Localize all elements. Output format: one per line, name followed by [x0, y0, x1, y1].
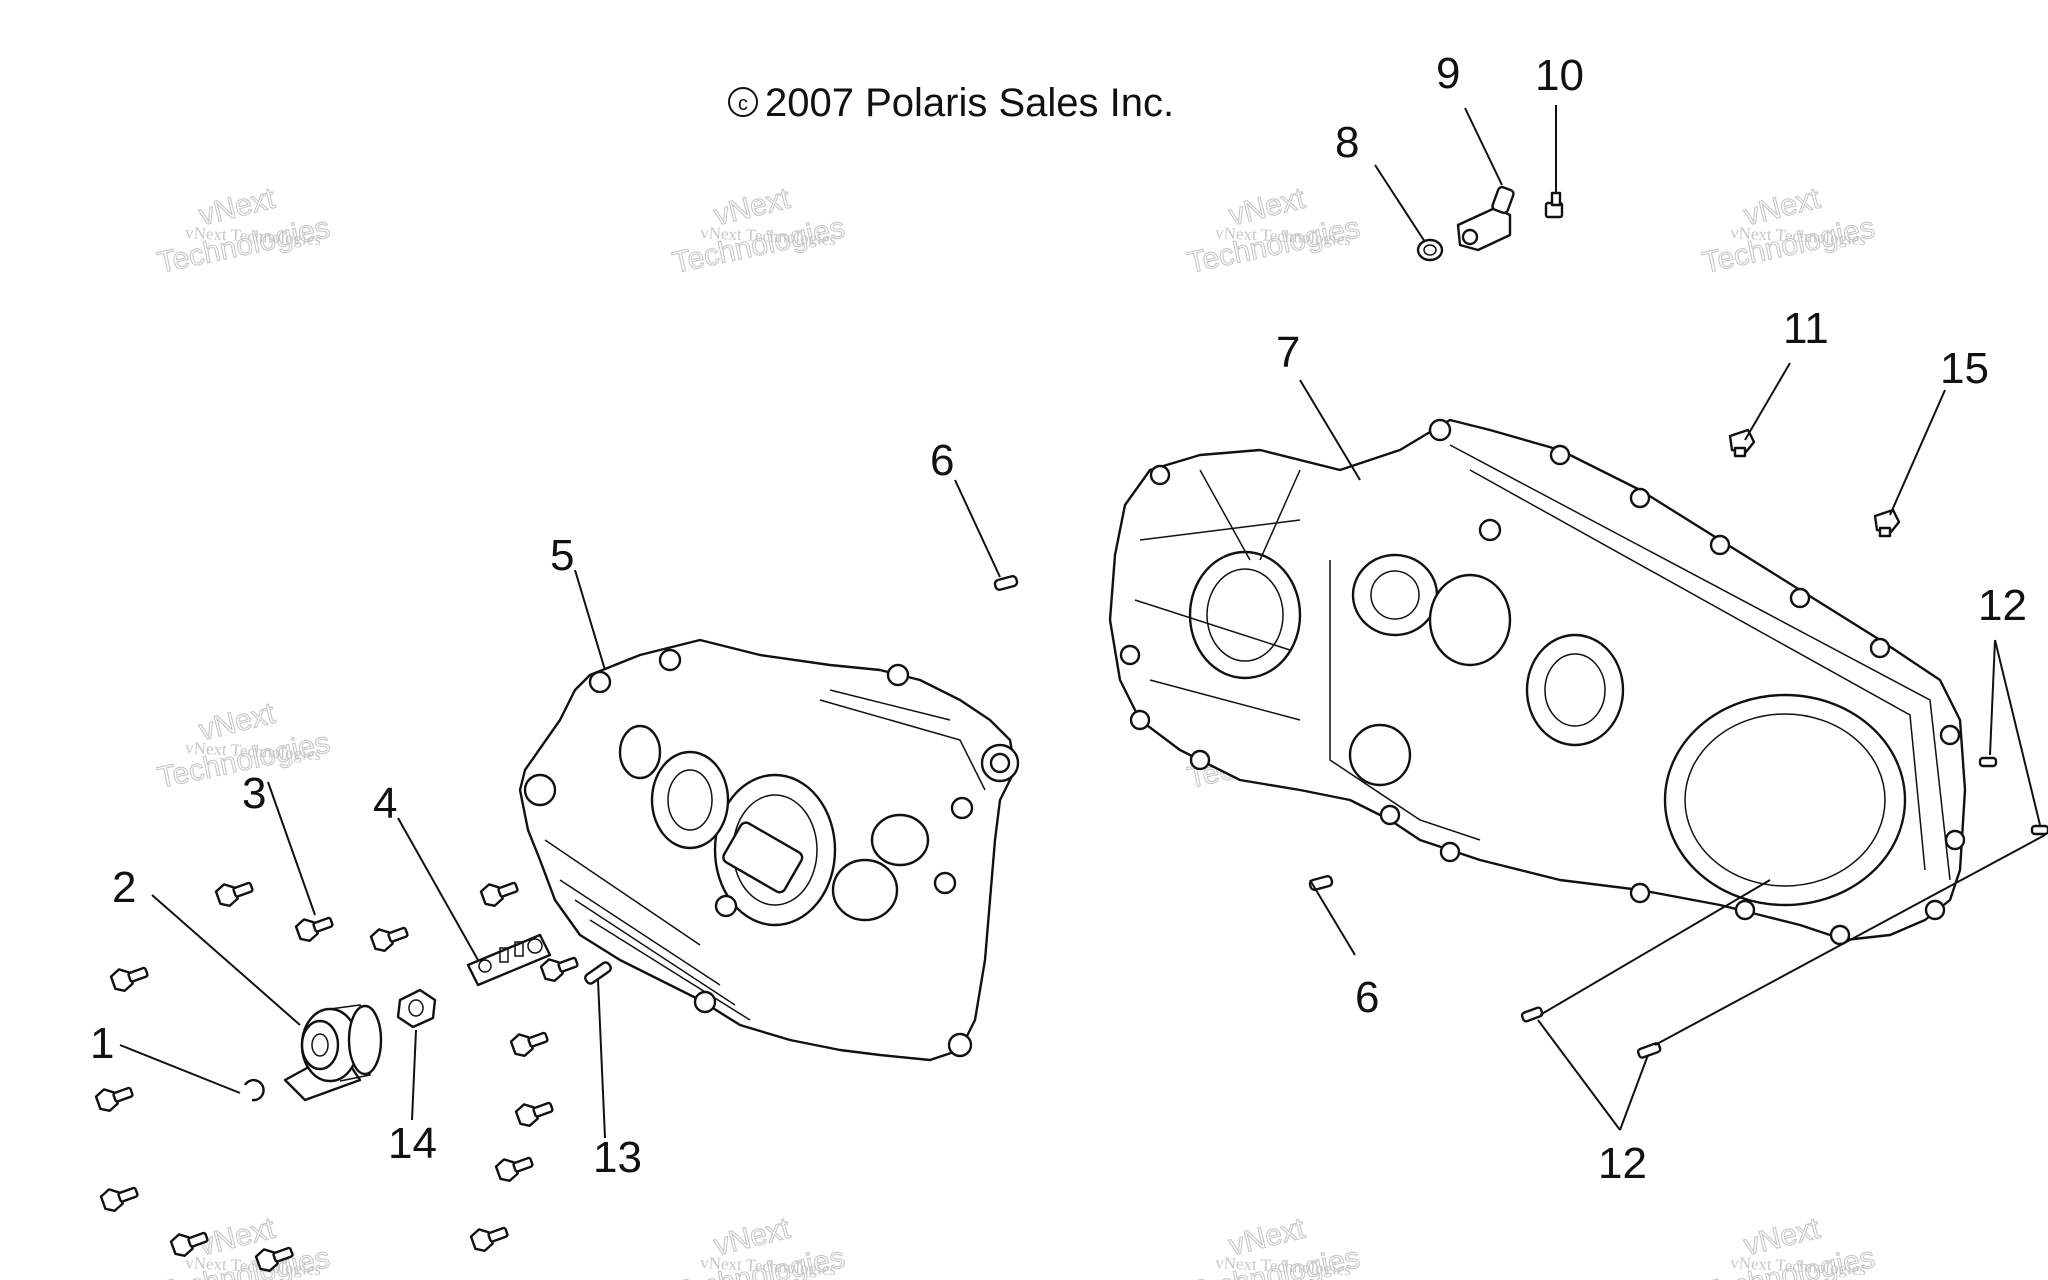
bolt	[294, 916, 334, 942]
part-11-drain-plug	[1728, 428, 1756, 458]
bolt	[469, 1226, 509, 1252]
callout-8: 8	[1335, 118, 1359, 167]
part-8-sealing-washer	[1416, 238, 1444, 262]
part-2-pulley	[283, 1004, 383, 1102]
callout-14: 14	[388, 1119, 437, 1168]
callout-6-upper: 6	[930, 436, 954, 485]
callout-12-lower: 12	[1598, 1139, 1647, 1188]
part-6-dowel-pin-upper	[993, 575, 1019, 591]
copyright-notice: c 2007 Polaris Sales Inc.	[728, 81, 1174, 125]
bolt	[94, 1086, 134, 1112]
callout-9: 9	[1436, 49, 1460, 98]
part-1-circlip	[243, 1078, 265, 1102]
callout-3: 3	[242, 769, 266, 818]
copyright-symbol: c	[738, 93, 748, 115]
leader-lines	[119, 105, 2046, 1139]
bolt	[254, 1246, 294, 1272]
callout-5: 5	[550, 531, 574, 580]
callout-6-lower: 6	[1355, 973, 1379, 1022]
bolt	[99, 1186, 139, 1212]
bolt	[369, 926, 409, 952]
callout-1: 1	[90, 1019, 114, 1068]
bolt	[494, 1156, 534, 1182]
part-3-bolts	[94, 881, 579, 1272]
part-4-bracket	[466, 933, 552, 987]
part-15-fill-plug	[1873, 508, 1901, 538]
part-9-speed-sensor	[1456, 185, 1515, 252]
callout-4: 4	[373, 779, 397, 828]
callout-2: 2	[112, 863, 136, 912]
bolt	[214, 881, 254, 907]
part-7-main-case	[1108, 418, 1967, 946]
callout-labels: 1 2 3 4 5 6 6 7 8 9 10 11 12 12 13 14 15	[90, 49, 2027, 1188]
callout-15: 15	[1940, 344, 1989, 393]
part-12-pins	[1520, 756, 2048, 1059]
copyright-text: 2007 Polaris Sales Inc.	[765, 81, 1174, 125]
callout-12-upper: 12	[1978, 581, 2027, 630]
part-14-nut	[396, 988, 437, 1029]
callout-13: 13	[593, 1133, 642, 1182]
case-bolt-bosses	[1119, 418, 1966, 946]
callout-7: 7	[1276, 328, 1300, 377]
callout-10: 10	[1535, 51, 1584, 100]
part-13-pin	[584, 961, 612, 985]
bolt	[539, 956, 579, 982]
part-5-gearcase-cover	[518, 638, 1020, 1062]
bolt	[109, 966, 149, 992]
part-6-dowel-pin-lower	[1308, 875, 1334, 891]
bolt	[509, 1031, 549, 1057]
callout-11: 11	[1783, 304, 1829, 353]
bolt	[169, 1231, 209, 1257]
bolt	[514, 1101, 554, 1127]
part-10-bolt	[1544, 191, 1564, 219]
bolt	[479, 881, 519, 907]
